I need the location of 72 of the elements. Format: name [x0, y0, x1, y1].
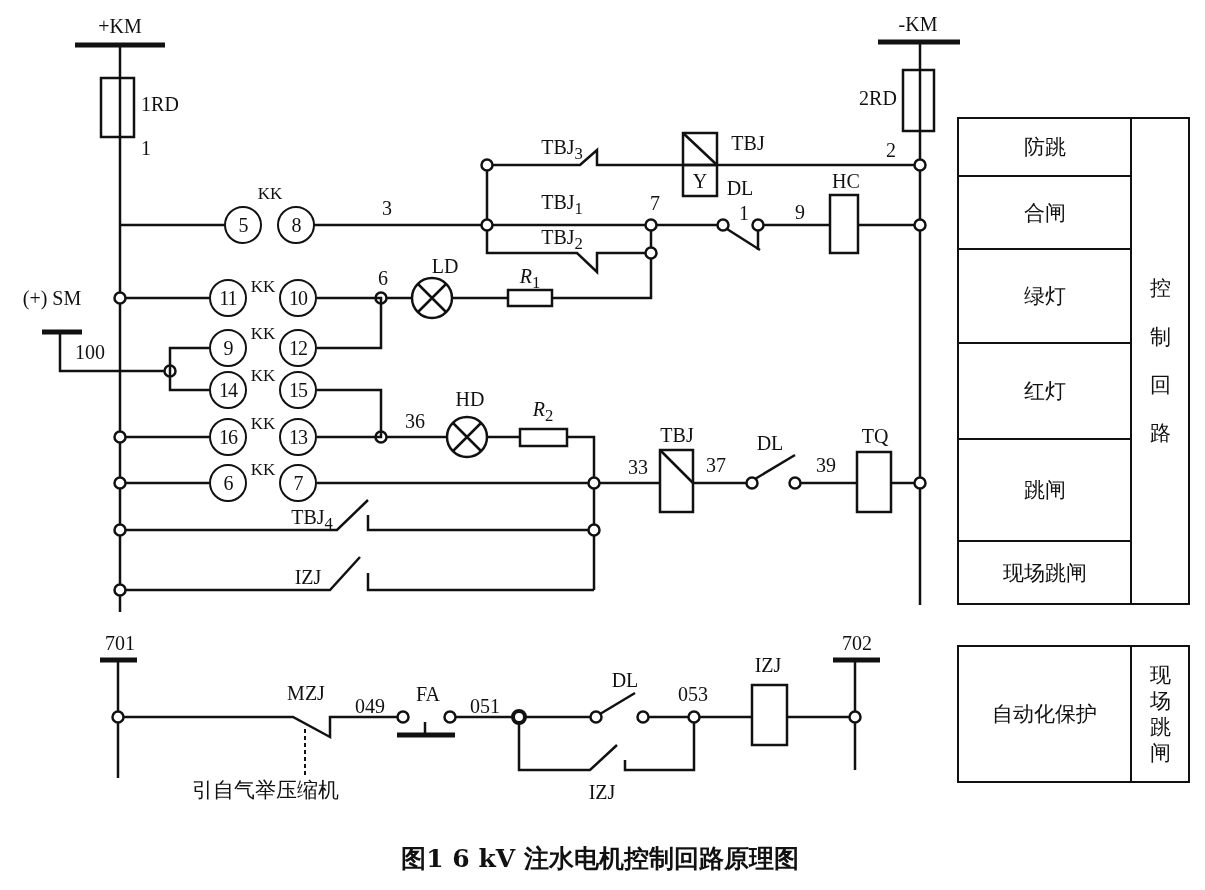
wire-number: 7 — [650, 193, 660, 213]
table-cell: 现场跳闸 — [1130, 645, 1190, 783]
wire-number: 051 — [470, 696, 500, 716]
bus-label: 702 — [842, 633, 872, 653]
wire-number: 37 — [706, 455, 726, 475]
wire — [317, 296, 383, 350]
device-label: TBJ$_{3}$ — [541, 137, 583, 163]
wire-number: 39 — [816, 455, 836, 475]
wire-number: 053 — [678, 684, 708, 704]
device-label: DL — [756, 433, 784, 453]
wire-number: 3 — [382, 198, 392, 218]
device-label: TQ — [861, 426, 889, 446]
signal-label: (+) SM — [22, 288, 82, 308]
wire-number: 6 — [378, 268, 388, 288]
bus-label: +KM — [98, 16, 142, 36]
switch-label: KK — [250, 414, 276, 432]
wire — [168, 346, 209, 392]
device-label: TBJ$_{2}$ — [541, 227, 583, 253]
device-label: IZJ — [588, 782, 616, 802]
wire-number: 9 — [795, 202, 805, 222]
terminal-circle: 9 — [209, 329, 247, 367]
terminal-number: 1 — [739, 203, 749, 223]
coil-label: Y — [692, 171, 708, 191]
device-label: DL — [726, 178, 754, 198]
device-label: TBJ$_{4}$ — [291, 507, 333, 533]
terminal-circle: 10 — [279, 279, 317, 317]
switch-label: KK — [250, 324, 276, 342]
switch-label: KK — [250, 277, 276, 295]
device-label: FA — [415, 684, 441, 704]
device-label: DL — [611, 670, 639, 690]
device-label: IZJ — [294, 567, 322, 587]
wire — [317, 388, 383, 439]
wire-number: 1 — [141, 138, 151, 158]
terminal-circle: 15 — [279, 371, 317, 409]
switch-label: KK — [250, 366, 276, 384]
terminal-circle: 16 — [209, 418, 247, 456]
terminal-circle: 7 — [279, 464, 317, 502]
bus-label: 701 — [105, 633, 135, 653]
table-cell: 防跳 — [957, 117, 1132, 177]
wire-number: 049 — [355, 696, 385, 716]
table-cell: 控制回路 — [1130, 117, 1190, 605]
terminal-circle: 14 — [209, 371, 247, 409]
device-label: 1RD — [141, 94, 179, 114]
device-label: HC — [832, 171, 860, 191]
terminal-circle: 6 — [209, 464, 247, 502]
device-label: 2RD — [859, 88, 897, 108]
wire-number: 2 — [886, 140, 896, 160]
table-cell: 自动化保护 — [957, 645, 1132, 783]
terminal-circle: 12 — [279, 329, 317, 367]
device-label: R$_{2}$ — [532, 399, 554, 425]
terminal-circle: 8 — [277, 206, 315, 244]
note-text: 引自气举压缩机 — [191, 776, 339, 804]
device-label: IZJ — [754, 655, 782, 675]
wire-number: 36 — [405, 411, 425, 431]
wire-number: 33 — [628, 457, 648, 477]
switch-label: KK — [250, 460, 276, 478]
device-label: TBJ — [660, 425, 694, 445]
table-cell: 现场跳闸 — [957, 540, 1132, 605]
leader-line — [304, 726, 306, 776]
device-label: TBJ — [731, 133, 765, 153]
device-label: R$_{1}$ — [519, 266, 541, 292]
device-label: MZJ — [287, 683, 325, 703]
device-label: HD — [455, 389, 485, 409]
switch-label: KK — [257, 184, 283, 202]
device-label: LD — [431, 256, 459, 276]
bus-label: -KM — [898, 14, 938, 34]
wire-number: 100 — [75, 342, 105, 362]
terminal-circle: 11 — [209, 279, 247, 317]
figure-caption: 图1 6 kV 注水电机控制回路原理图 — [401, 845, 799, 871]
device-label: TBJ$_{1}$ — [541, 192, 583, 218]
terminal-circle: 13 — [279, 418, 317, 456]
terminal-circle: 5 — [224, 206, 262, 244]
